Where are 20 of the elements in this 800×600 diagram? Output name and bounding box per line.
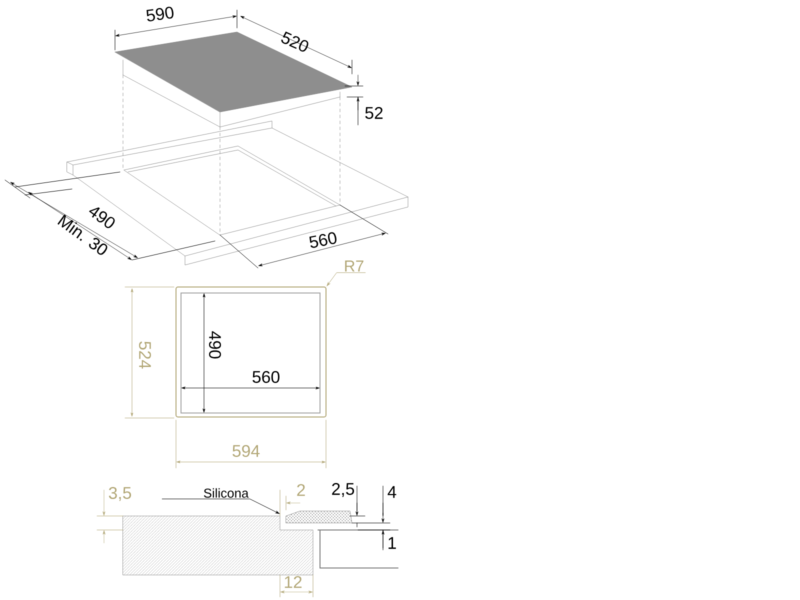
cutout-outline [176, 286, 326, 418]
dimension-label: 3,5 [108, 487, 132, 501]
leader-line [326, 272, 366, 286]
dimension-label: 520 [281, 32, 308, 52]
dimension-label: 2,5 [332, 483, 354, 497]
dimension-label: 560 [252, 371, 280, 383]
dimension-label: 2 [297, 484, 305, 496]
dimension-label: 490 [209, 331, 221, 358]
dimension-label: 52 [365, 107, 383, 119]
dimension-label: 594 [232, 445, 260, 457]
callout-label: Silicona [204, 488, 249, 498]
dimension-label: 590 [146, 6, 174, 22]
dimension-label: 490 [89, 207, 115, 228]
radius-label: R7 [345, 260, 364, 272]
dimension-label: 4 [388, 486, 396, 498]
dimension-label: 524 [139, 342, 151, 369]
dimension-label: 12 [284, 576, 302, 588]
dimension-label: 560 [309, 232, 336, 248]
dimension-label: 1 [388, 537, 396, 549]
leader-line [162, 498, 280, 514]
